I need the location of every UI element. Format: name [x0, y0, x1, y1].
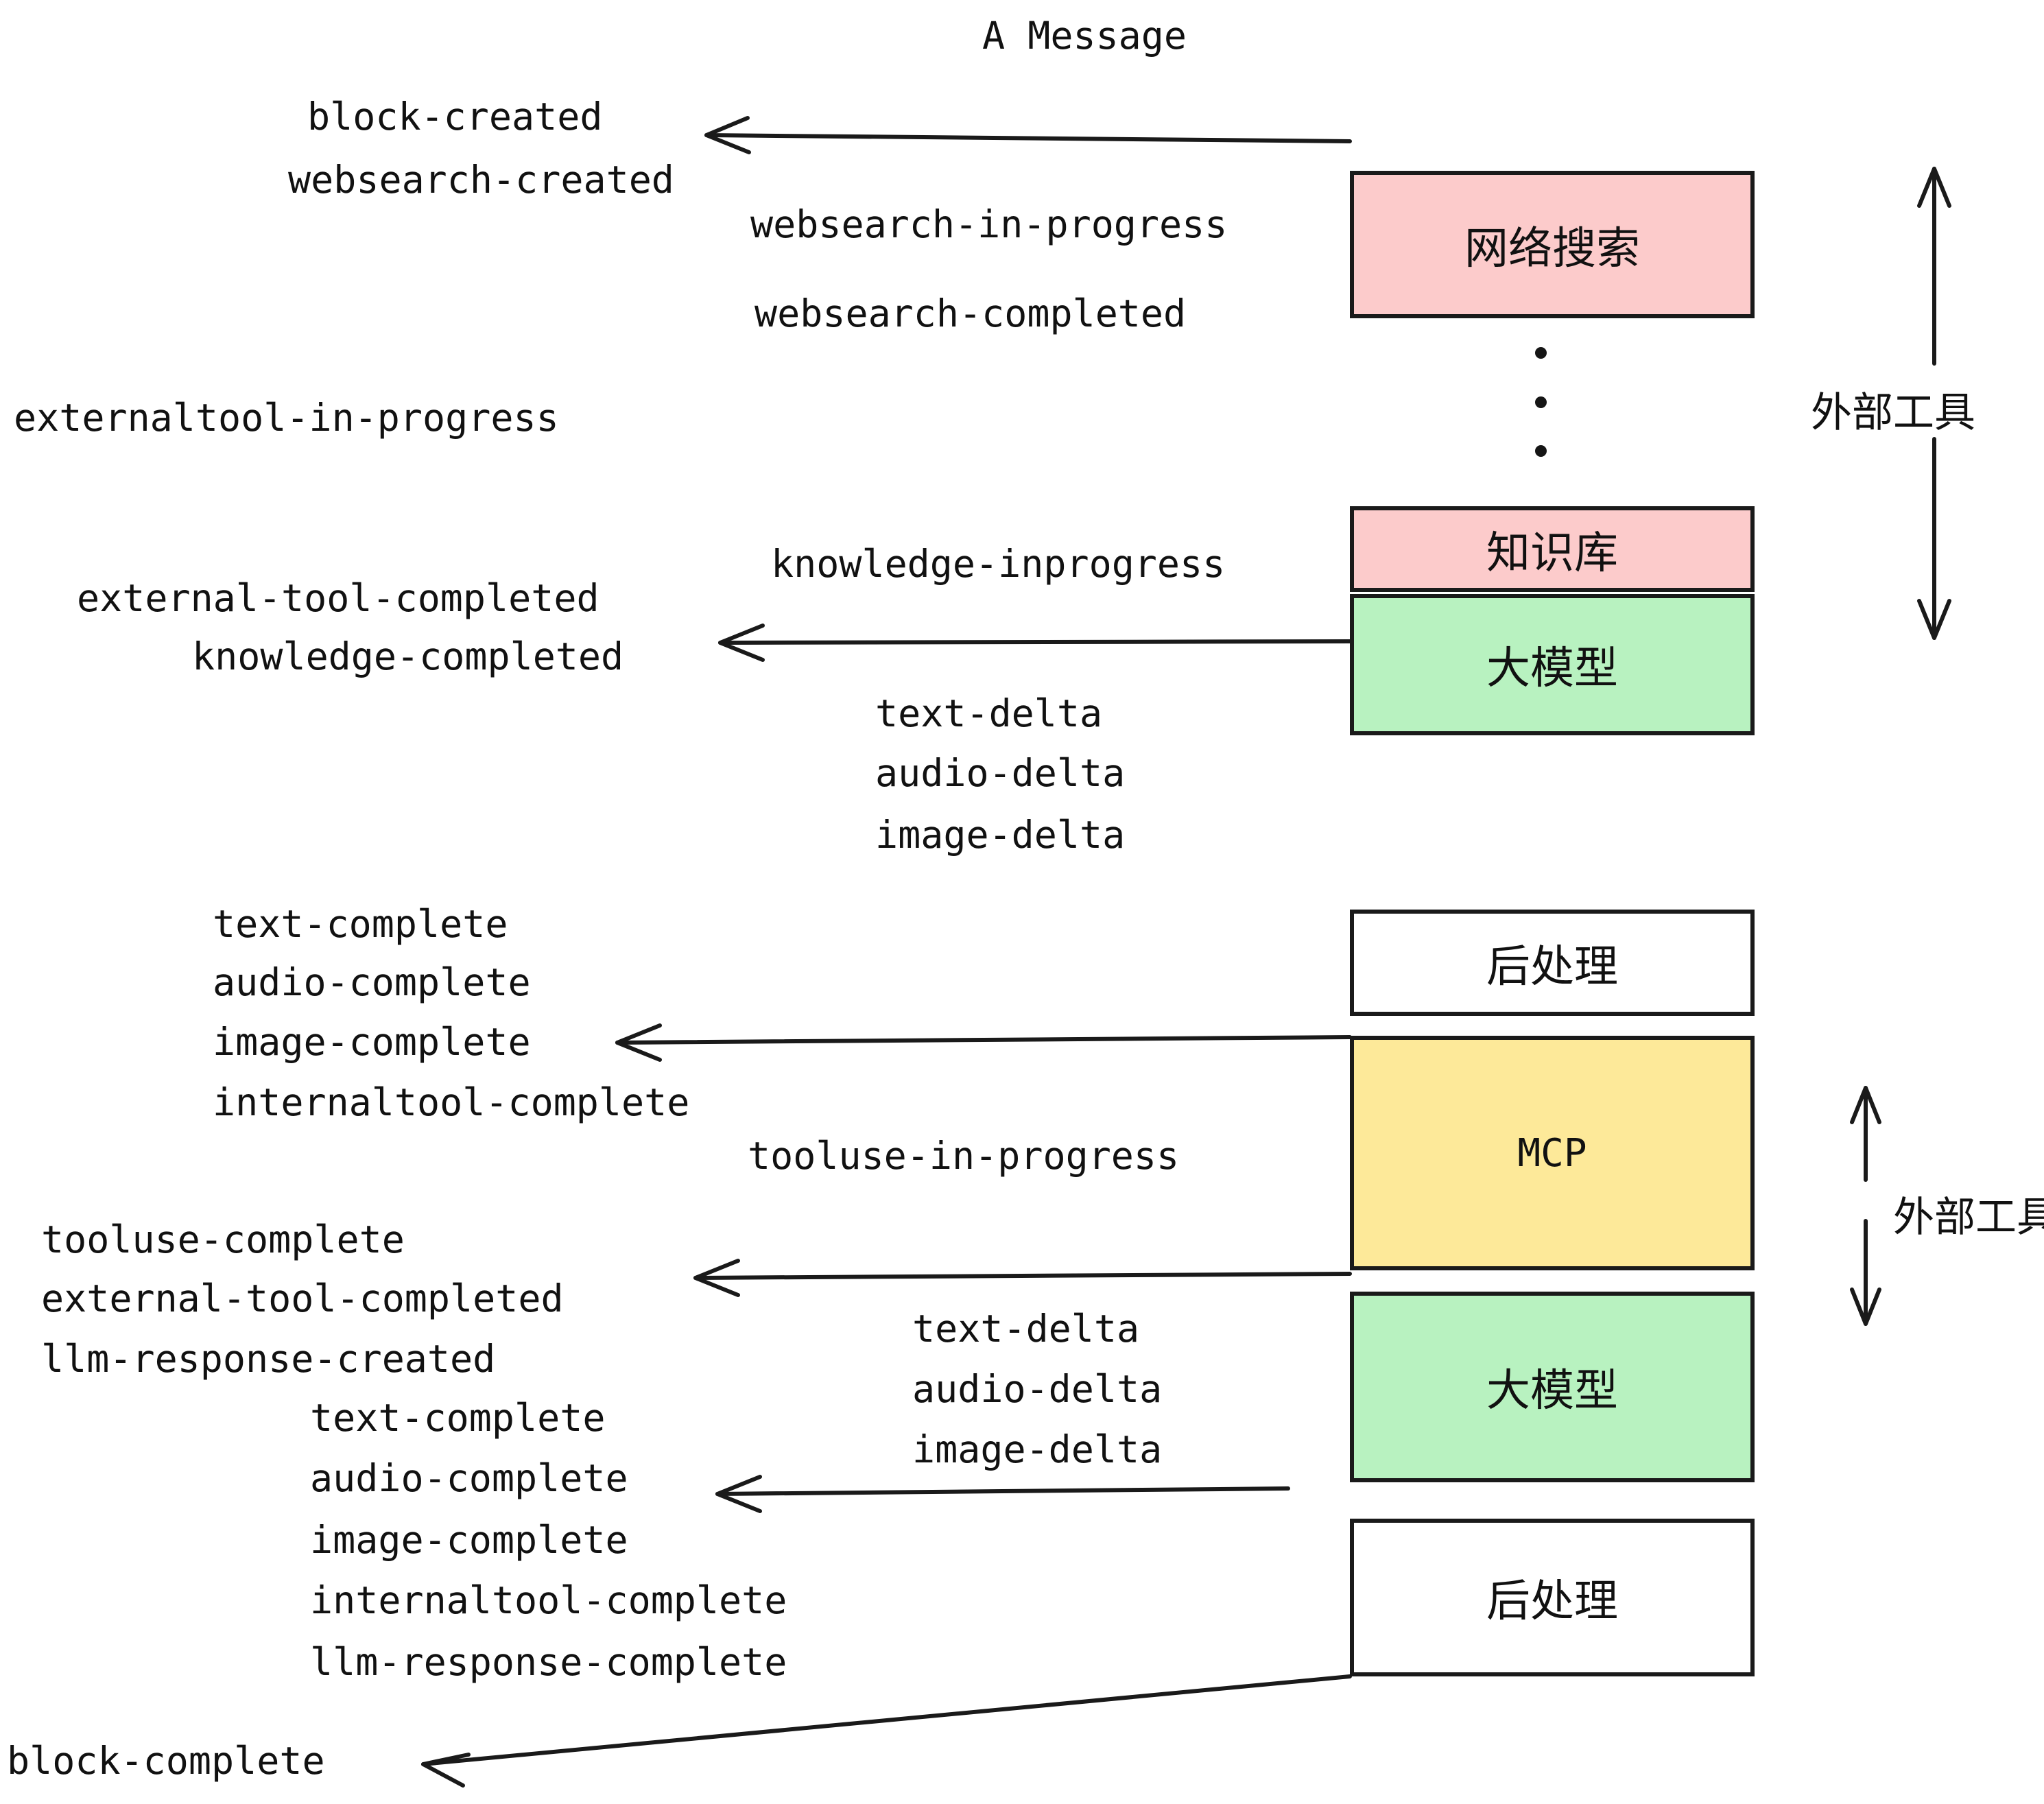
- event-external-tool-completed-2: external-tool-completed: [41, 1277, 564, 1320]
- component-box-postprocess-2[interactable]: 后处理: [1350, 1519, 1755, 1676]
- component-box-knowledge-label: 知识库: [1486, 527, 1618, 579]
- event-llm-response-complete: llm-response-complete: [310, 1640, 787, 1684]
- event-audio-delta-2: audio-delta: [912, 1367, 1163, 1411]
- component-box-mcp[interactable]: MCP: [1350, 1036, 1755, 1270]
- dot-3: [1534, 445, 1547, 457]
- event-knowledge-inprogress: knowledge-inprogress: [771, 542, 1226, 586]
- event-websearch-created: websearch-created: [288, 158, 674, 202]
- event-image-delta-2: image-delta: [912, 1427, 1163, 1471]
- component-box-postprocess-2-label: 后处理: [1486, 1576, 1618, 1627]
- event-tooluse-complete: tooluse-complete: [41, 1218, 405, 1261]
- event-websearch-completed: websearch-completed: [754, 292, 1187, 335]
- event-text-delta-1: text-delta: [875, 691, 1103, 735]
- dot-2: [1534, 396, 1547, 408]
- event-knowledge-completed: knowledge-completed: [192, 634, 624, 678]
- component-box-llm-top-label: 大模型: [1486, 643, 1618, 694]
- event-block-created: block-created: [307, 95, 603, 139]
- group-label-external-tools-bottom: 外部工具: [1893, 1194, 2044, 1242]
- component-box-knowledge[interactable]: 知识库: [1350, 506, 1755, 592]
- component-box-postprocess-1[interactable]: 后处理: [1350, 910, 1755, 1016]
- event-block-complete: block-complete: [7, 1739, 325, 1783]
- event-websearch-in-progress: websearch-in-progress: [750, 202, 1228, 246]
- component-box-llm-bottom-label: 大模型: [1486, 1366, 1618, 1416]
- event-externaltool-in-progress: externaltool-in-progress: [14, 396, 559, 440]
- event-tooluse-in-progress: tooluse-in-progress: [748, 1134, 1180, 1178]
- group-label-external-tools-top: 外部工具: [1811, 389, 1975, 437]
- diagram-title: A Message: [982, 14, 1187, 58]
- component-box-websearch[interactable]: 网络搜索: [1350, 171, 1755, 318]
- event-external-tool-completed-1: external-tool-completed: [77, 576, 599, 620]
- component-box-llm-bottom[interactable]: 大模型: [1350, 1292, 1755, 1482]
- event-image-delta-1: image-delta: [875, 813, 1126, 857]
- component-box-llm-top[interactable]: 大模型: [1350, 594, 1755, 735]
- event-internaltool-complete-2: internaltool-complete: [310, 1578, 787, 1622]
- ellipsis-dots: [1534, 347, 1547, 457]
- component-box-postprocess-1-label: 后处理: [1486, 941, 1618, 993]
- event-audio-complete-2: audio-complete: [310, 1456, 628, 1500]
- event-image-complete-1: image-complete: [213, 1020, 531, 1064]
- event-audio-complete-1: audio-complete: [213, 960, 531, 1004]
- dot-1: [1534, 347, 1547, 359]
- event-text-complete-1: text-complete: [213, 902, 508, 946]
- event-internaltool-complete-1: internaltool-complete: [213, 1080, 690, 1124]
- event-text-delta-2: text-delta: [912, 1307, 1140, 1351]
- component-box-websearch-label: 网络搜索: [1464, 223, 1640, 274]
- component-box-mcp-label: MCP: [1517, 1130, 1587, 1176]
- event-audio-delta-1: audio-delta: [875, 751, 1126, 795]
- event-text-complete-2: text-complete: [310, 1396, 606, 1440]
- event-image-complete-2: image-complete: [310, 1518, 628, 1562]
- event-llm-response-created: llm-response-created: [41, 1337, 496, 1381]
